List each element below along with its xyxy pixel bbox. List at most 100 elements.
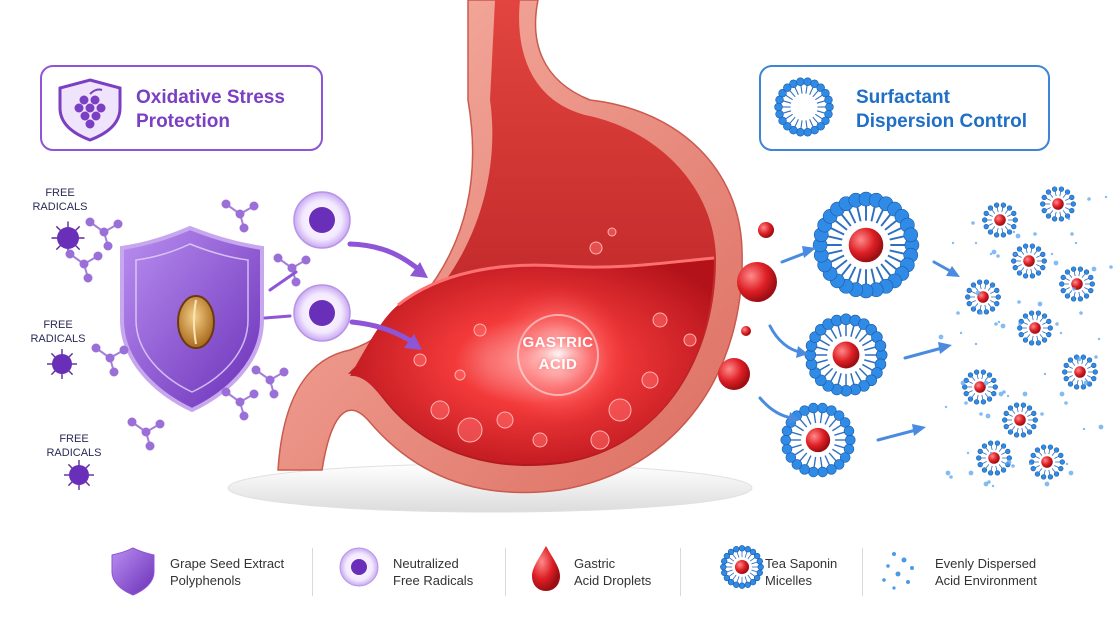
dispersed-dot [1065,462,1069,466]
legend-icons [111,545,914,596]
molecule [221,387,259,421]
right-panel-box [759,65,1050,151]
dispersed-dot [964,401,968,405]
dispersed-dot [1043,372,1047,376]
dispersed-dot [944,405,948,409]
dispersed-dot [1083,380,1089,386]
grape-shield-icon [58,78,122,142]
dispersed-dot [1028,462,1032,466]
legend-acid-droplet-icon [532,546,560,591]
dispersed-dot [1015,233,1021,239]
dispersed-dot [1006,459,1012,465]
dispersed-micelle-8 [962,369,998,405]
acid-glow-ring [517,314,599,396]
dispersed-dot [968,470,974,476]
dispersed-dot [1022,391,1028,397]
molecule [221,199,259,233]
molecule [273,253,311,287]
free-radicals-label-1: FREE RADICALS [32,187,88,213]
dispersed-dot [991,249,997,255]
dispersed-dot [971,221,975,225]
dispersed-dot [1037,301,1043,307]
dispersed-dot [979,311,983,315]
legend-micelle-icon [720,545,764,589]
dispersed-micelle-9 [1002,402,1038,438]
dispersed-micelle-6 [1017,310,1053,346]
legend-dispersed-particles-icon [882,552,914,590]
dispersed-dot [1004,462,1008,466]
dispersed-dot [1013,252,1017,256]
acid-glow [488,285,628,425]
dispersed-dot [1012,230,1016,234]
micelle-icon [774,77,834,137]
dispersed-dot [1091,266,1097,272]
dispersed-dot [1059,391,1065,397]
neutralized-radicals [293,191,351,342]
free-radical [51,221,85,255]
molecule [65,249,103,283]
dispersed-dot [1055,322,1059,326]
dispersed-dot [1064,401,1068,405]
legend: Grape Seed Extract Polyphenols Neutraliz… [0,532,1119,612]
right-panel-title: Surfactant Dispersion Control [856,86,1027,134]
panel-micelle-shape [774,77,834,137]
dispersed-dot [1076,356,1082,362]
dispersed-dot [974,342,978,346]
free-radicals-left [47,199,311,490]
dispersed-dot [1098,424,1104,430]
legend-neutralized-radical-icon [339,547,379,587]
dispersed-dot [1072,287,1076,291]
dispersed-dot [960,380,966,386]
dispersed-dot [996,254,1000,258]
dispersed-dot [949,475,953,479]
dispersed-dot [959,331,963,335]
free-radical [64,460,94,490]
dispersed-dot [979,412,983,416]
dispersed-dot [1087,197,1091,201]
dispersed-dot [1067,217,1071,221]
dispersed-dot [1079,311,1083,315]
dispersed-particles [938,186,1113,488]
dispersed-micelle-10 [1029,444,1065,480]
left-panel [40,65,323,151]
dispersed-micelle-5 [965,279,1001,315]
free-radical [47,349,77,379]
legend-divider [862,548,863,596]
free-radicals-label-3: FREE RADICALS [46,433,102,459]
micelles [780,191,920,478]
micelle-large-2 [804,313,888,397]
molecule [127,417,165,451]
dispersed-dot [1109,265,1113,269]
legend-item-micelles: Tea Saponin Micelles [765,556,838,588]
left-panel-title: Oxidative Stress Protection [136,86,285,134]
dispersed-dot [1104,195,1108,199]
right-panel-title-line2: Dispersion Control [856,111,1028,132]
legend-item-dispersed: Evenly Dispersed Acid Environment [935,556,1037,588]
acid-droplets [718,222,777,390]
right-panel [759,65,1050,151]
legend-divider [680,548,681,596]
dispersed-micelle-11 [976,440,1012,476]
dispersed-dot [1000,323,1006,329]
dispersed-dot [985,413,991,419]
dispersed-dot [1044,481,1050,487]
molecule [251,365,289,399]
gastric-acid-label: GASTRIC ACID [522,334,594,373]
dispersed-dot [1094,355,1098,359]
dispersed-dot [1059,331,1063,335]
dispersed-dot [938,334,944,340]
legend-divider [505,548,506,596]
dispersed-dot [975,290,981,296]
dispersed-dot [983,380,989,386]
dispersed-dot [945,470,951,476]
blue-arrows [758,250,954,442]
dispersed-dot [997,320,1001,324]
dispersed-dot [1033,232,1037,236]
dispersed-dot [1070,232,1074,236]
left-panel-title-line2: Protection [136,111,230,132]
dispersed-dot [998,391,1004,397]
dispersed-dot [1053,260,1059,266]
legend-shield-icon [111,547,155,596]
dispersed-dot [989,451,993,455]
